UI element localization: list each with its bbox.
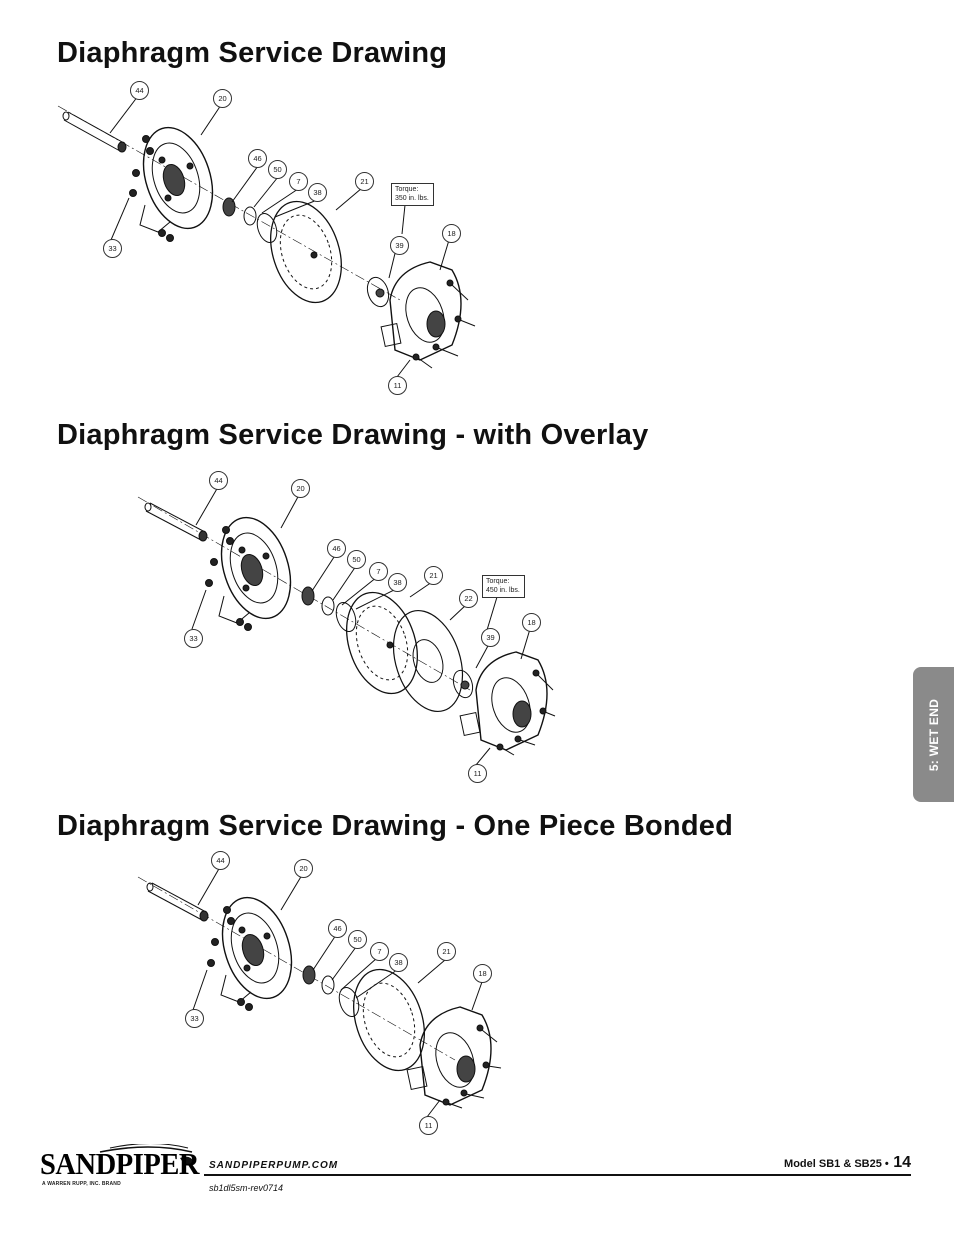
callout-44: 44 (209, 471, 228, 490)
torque-label: Torque: (486, 578, 510, 585)
section-title-3: Diaphragm Service Drawing - One Piece Bo… (57, 810, 733, 842)
callout-22: 22 (459, 589, 478, 608)
torque-label: Torque: (395, 186, 419, 193)
footer-model-page: Model SB1 & SB25 • 14 (784, 1154, 911, 1172)
callout-44: 44 (211, 851, 230, 870)
callout-38: 38 (389, 953, 408, 972)
section-side-tab: 5: WET END (913, 667, 954, 802)
callout-38: 38 (308, 183, 327, 202)
callout-20: 20 (291, 479, 310, 498)
footer-model-label: Model SB1 & SB25 • (784, 1158, 889, 1170)
callout-46: 46 (327, 539, 346, 558)
callout-20: 20 (213, 89, 232, 108)
page-number: 14 (893, 1154, 911, 1171)
footer-divider (204, 1174, 911, 1176)
callout-18: 18 (522, 613, 541, 632)
callout-33: 33 (184, 629, 203, 648)
callout-39: 39 (390, 236, 409, 255)
callout-18: 18 (442, 224, 461, 243)
logo-wordmark: SANDPIPER (40, 1146, 200, 1181)
drawing-art-2 (137, 486, 556, 766)
sandpiper-logo: SANDPIPER A WARREN RUPP, INC. BRAND (40, 1144, 200, 1194)
callout-46: 46 (248, 149, 267, 168)
callout-11: 11 (419, 1116, 438, 1135)
callout-7: 7 (369, 562, 388, 581)
logo-tagline: A WARREN RUPP, INC. BRAND (42, 1181, 121, 1187)
callout-44: 44 (130, 81, 149, 100)
torque-spec: Torque: 450 in. lbs. (482, 575, 525, 598)
section-title-1: Diaphragm Service Drawing (57, 37, 448, 69)
side-tab-label: 5: WET END (926, 698, 941, 771)
torque-value: 350 in. lbs. (395, 195, 429, 202)
torque-spec: Torque: 350 in. lbs. (391, 183, 434, 206)
exploded-drawing-standard: 44 20 46 50 7 38 21 33 39 18 11 Torque: … (0, 0, 954, 410)
callout-7: 7 (370, 942, 389, 961)
callout-7: 7 (289, 172, 308, 191)
footer-revision: sb1dl5sm-rev0714 (209, 1183, 284, 1193)
callout-46: 46 (328, 919, 347, 938)
callout-38: 38 (388, 573, 407, 592)
footer-website[interactable]: SANDPIPERPUMP.COM (209, 1160, 339, 1171)
callout-39: 39 (481, 628, 500, 647)
callout-18: 18 (473, 964, 492, 983)
callout-50: 50 (347, 550, 366, 569)
callout-11: 11 (468, 764, 487, 783)
callout-21: 21 (424, 566, 443, 585)
callout-20: 20 (294, 859, 313, 878)
drawing-art-3 (137, 866, 502, 1118)
callout-33: 33 (103, 239, 122, 258)
drawing-art-1 (57, 95, 476, 378)
logo-swoosh-icon (99, 1144, 194, 1165)
callout-50: 50 (268, 160, 287, 179)
callout-21: 21 (355, 172, 374, 191)
callout-33: 33 (185, 1009, 204, 1028)
torque-value: 450 in. lbs. (486, 587, 520, 594)
callout-11: 11 (388, 376, 407, 395)
callout-21: 21 (437, 942, 456, 961)
callout-50: 50 (348, 930, 367, 949)
exploded-drawing-overlay: 44 20 46 50 7 38 21 22 39 18 33 11 Torqu… (137, 471, 556, 783)
section-title-2: Diaphragm Service Drawing - with Overlay (57, 419, 649, 451)
exploded-drawing-bonded: 44 20 46 50 7 38 21 18 33 11 (137, 851, 502, 1135)
